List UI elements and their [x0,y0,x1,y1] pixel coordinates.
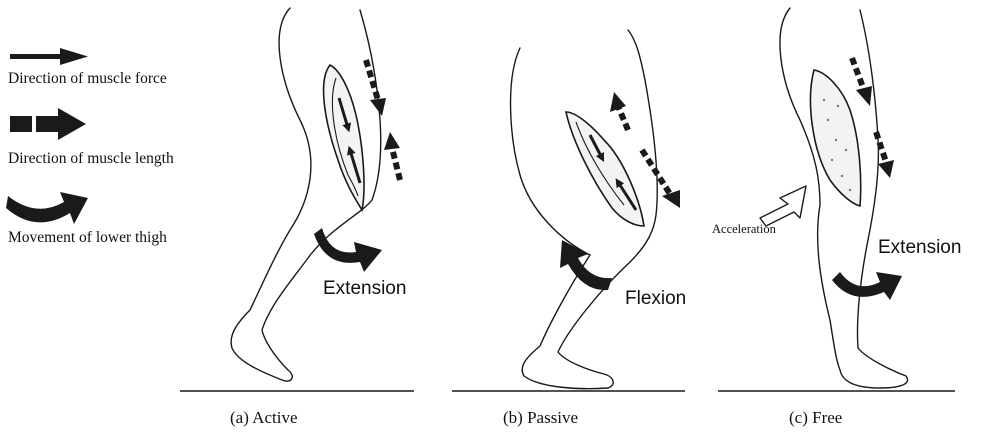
motion-label: Extension [323,278,406,299]
panel-caption: (c) Free [789,408,842,427]
motion-label: Extension [878,237,961,258]
panel-caption: (b) Passive [503,408,578,427]
acceleration-label: Acceleration [712,222,777,236]
muscle-length-arrow [852,58,864,90]
legend-muscle-length-label: Direction of muscle length [8,150,174,167]
curved-arrow-icon [6,192,88,224]
curved-arrow-icon [314,228,382,272]
muscle [811,70,861,206]
muscle-length-arrow [876,132,886,162]
panel-free: Acceleration Extension (c) Free [712,8,961,427]
muscle [566,112,644,226]
hollow-arrow-icon [760,186,806,226]
curved-arrow-icon [560,240,612,290]
legend-muscle-force-label: Direction of muscle force [8,70,167,87]
muscle [324,65,364,210]
curved-arrow-icon [832,272,902,300]
panel-caption: (a) Active [230,408,298,427]
solid-arrow-icon [10,48,88,65]
muscle-length-arrow [618,106,628,130]
legend: Direction of muscle force Direction of m… [6,48,174,246]
dashed-arrow-icon [10,108,86,140]
panel-passive: Flexion (b) Passive [452,30,686,427]
muscle-length-arrow [392,148,400,180]
panel-active: Extension (a) Active [180,8,414,427]
motion-label: Flexion [625,288,686,309]
legend-lower-thigh-label: Movement of lower thigh [8,229,167,246]
